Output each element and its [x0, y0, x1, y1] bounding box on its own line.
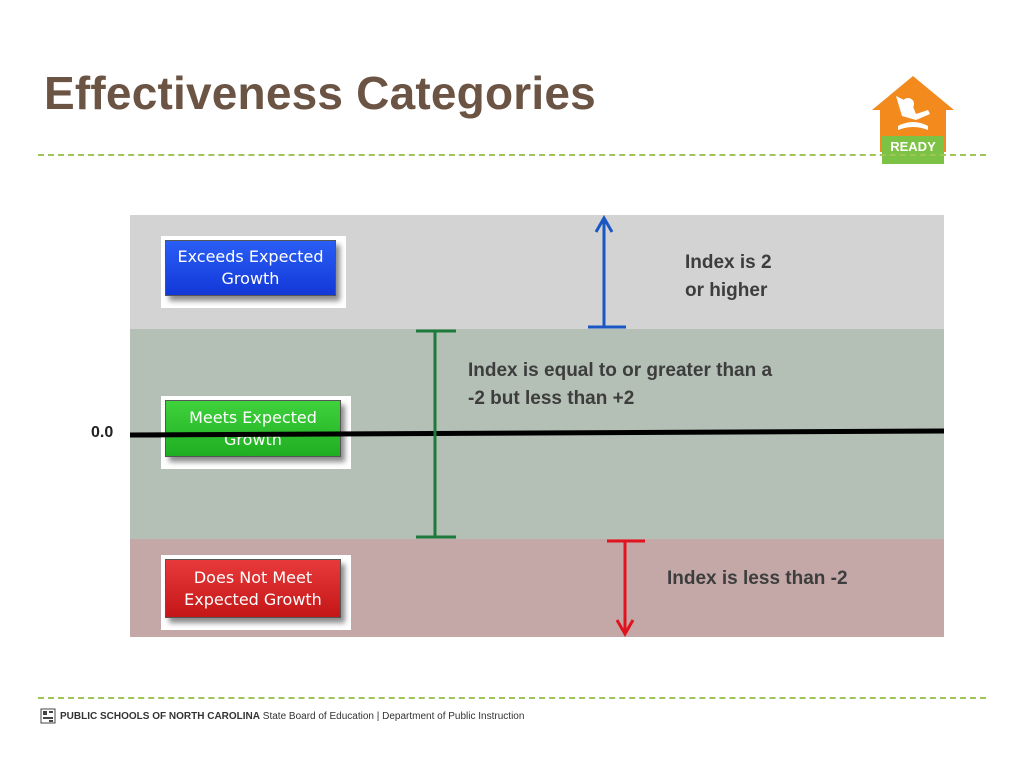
- range-bracket: [416, 329, 456, 539]
- footer-rest: State Board of Education | Department of…: [262, 711, 525, 722]
- not-meet-description-line1: Index is less than -2: [667, 568, 848, 589]
- footer-org: PUBLIC SCHOOLS OF NORTH CAROLINA: [60, 711, 260, 722]
- exceeds-label-line2: Growth: [221, 269, 280, 288]
- does-not-meet-expected-growth-button: Does Not Meet Expected Growth: [165, 559, 341, 618]
- baseline-label: 0.0: [91, 424, 114, 441]
- exceeds-description-line2: or higher: [685, 280, 768, 301]
- top-divider: [38, 154, 986, 156]
- up-arrow: [588, 214, 626, 329]
- meets-description-line1: Index is equal to or greater than a: [468, 360, 773, 381]
- nc-dpi-icon: [40, 708, 56, 724]
- meets-description-line2: -2 but less than +2: [468, 388, 635, 409]
- meets-label-line1: Meets Expected: [189, 407, 317, 427]
- meets-expected-growth-button: Meets Expected Growth: [165, 400, 341, 457]
- exceeds-expected-growth-button: Exceeds Expected Growth: [165, 240, 336, 296]
- not-meet-description: Index is less than -2: [667, 565, 848, 593]
- exceeds-card: Exceeds Expected Growth: [161, 236, 346, 308]
- exceeds-description-line1: Index is 2: [685, 252, 772, 273]
- not-meet-label-line1: Does Not Meet: [193, 567, 313, 587]
- not-meet-card: Does Not Meet Expected Growth: [161, 555, 351, 630]
- slide-title: Effectiveness Categories: [44, 67, 596, 119]
- down-arrow: [607, 539, 645, 638]
- footer: PUBLIC SCHOOLS OF NORTH CAROLINA State B…: [60, 711, 524, 722]
- logo-text: READY: [890, 139, 936, 154]
- ready-logo: [872, 76, 954, 164]
- meets-description: Index is equal to or greater than a -2 b…: [468, 357, 772, 413]
- bottom-divider: [38, 697, 986, 699]
- not-meet-label-line2: Expected Growth: [184, 589, 322, 609]
- baseline: [129, 428, 945, 438]
- exceeds-label-line1: Exceeds Expected: [177, 247, 324, 266]
- exceeds-description: Index is 2 or higher: [685, 249, 772, 305]
